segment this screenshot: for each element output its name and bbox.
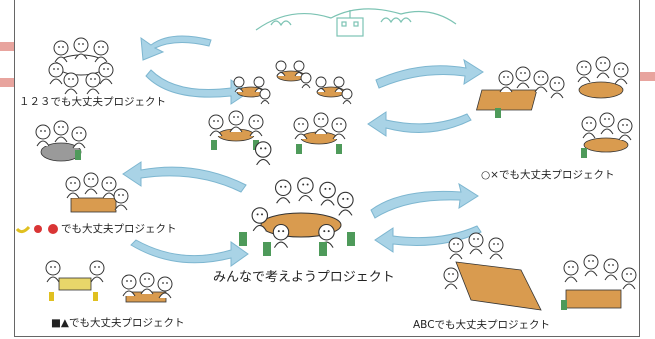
right-accent-stripe — [635, 72, 655, 81]
strawberry-icon — [34, 225, 42, 233]
group-shapes — [45, 260, 173, 303]
group-everyone — [239, 141, 355, 256]
label-project-shapes: ■▲でも大丈夫プロジェクト — [51, 317, 185, 329]
mountain-school-scene — [255, 8, 457, 37]
fruit-icons — [15, 224, 58, 234]
group-fruit — [65, 172, 129, 213]
group-gray-table — [35, 120, 87, 162]
label-project-everyone: みんなで考えようプロジェクト — [213, 270, 395, 285]
cycle-arrows — [122, 35, 484, 267]
group-123 — [48, 37, 114, 95]
label-project-fruit: でも大丈夫プロジェクト — [61, 223, 177, 235]
label-project-ox: ○×でも大丈夫プロジェクト — [481, 169, 615, 181]
label-project-abc: ABCでも大丈夫プロジェクト — [413, 319, 551, 331]
label-project-123: １２３でも大丈夫プロジェクト — [19, 96, 166, 108]
group-center-tables — [208, 60, 353, 154]
banana-icon — [15, 225, 31, 234]
school-building-icon — [336, 17, 364, 37]
illustration-canvas — [15, 8, 637, 311]
group-ox — [476, 56, 633, 158]
group-abc — [443, 232, 637, 311]
tomato-icon — [48, 224, 58, 234]
illustration-frame: １２３でも大丈夫プロジェクト ○×でも大丈夫プロジェクト でも大丈夫プロジェクト… — [14, 0, 640, 337]
